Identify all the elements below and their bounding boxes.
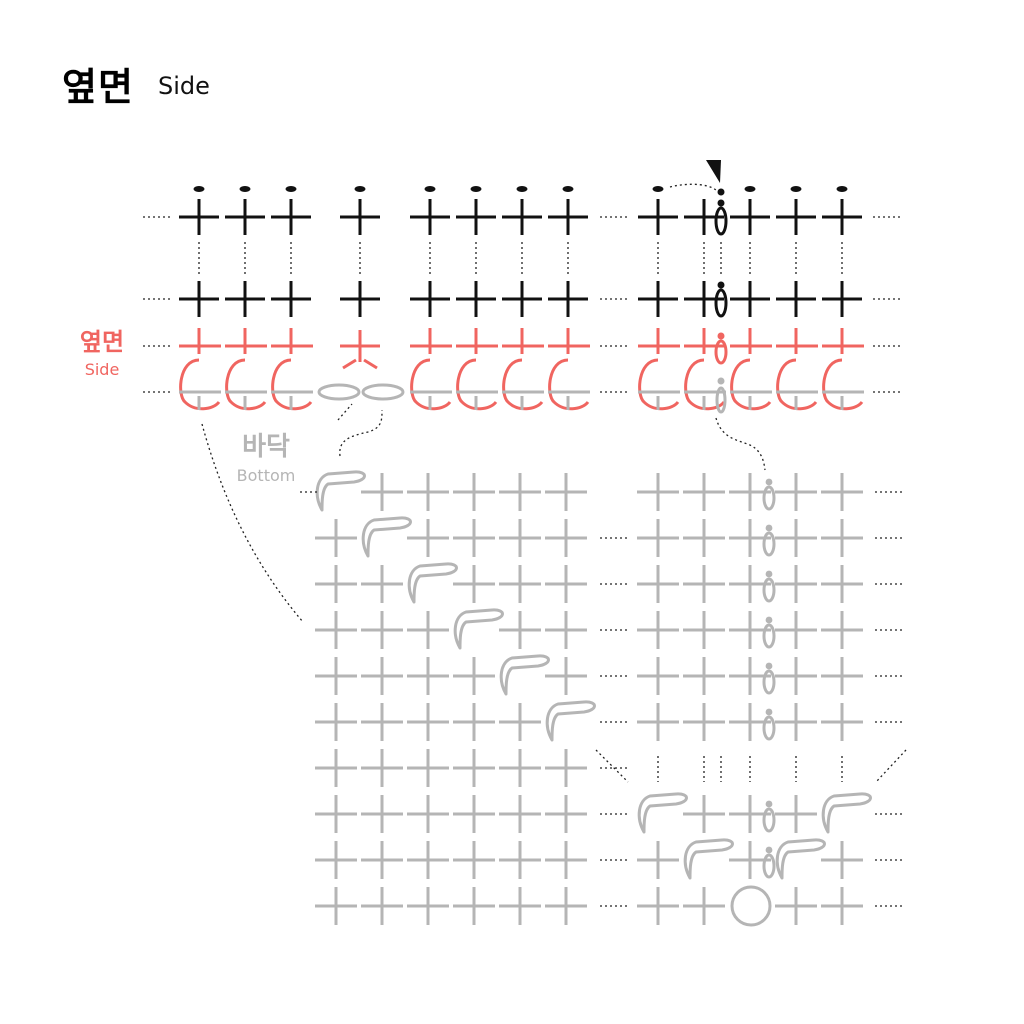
dotted-guide [339, 409, 383, 457]
increase-stitch-icon [714, 339, 728, 365]
stitch-top-icon [652, 186, 664, 192]
increase-stitch-icon [762, 669, 776, 695]
side-rows-black [143, 160, 902, 318]
back-loop-arc-icon [730, 358, 772, 411]
back-loop-arc-icon [502, 358, 544, 411]
chain-stitch-icon [317, 383, 361, 401]
back-loop-arc-icon [179, 358, 221, 411]
bottom-label-english: Bottom [236, 466, 296, 485]
stitch-top-icon [744, 186, 756, 192]
increase-stitch-icon [714, 288, 728, 318]
marker-dot [717, 188, 725, 196]
increase-stitch-icon [762, 531, 776, 557]
dotted-guide [875, 749, 907, 783]
marker-dot [765, 800, 773, 808]
turning-loop-icon [637, 792, 688, 834]
side-row-red [143, 328, 902, 411]
stitch-top-icon [790, 186, 802, 192]
side-label-english: Side [84, 360, 120, 379]
turning-loop-icon [361, 516, 412, 558]
dotted-guide [201, 423, 304, 623]
marker-dot [717, 332, 725, 340]
chain-stitch-icon [361, 383, 405, 401]
stitch-top-icon [424, 186, 436, 192]
dotted-guide [337, 403, 353, 421]
stitch-top-icon [836, 186, 848, 192]
dotted-guide [595, 749, 629, 783]
turning-loop-icon [545, 700, 596, 742]
turning-loop-icon [453, 608, 504, 650]
stitch-top-icon [562, 186, 574, 192]
turning-loop-icon [775, 838, 826, 880]
marker-dot [765, 708, 773, 716]
stitch-top-icon [193, 186, 205, 192]
increase-stitch-icon [762, 623, 776, 649]
increase-stitch-icon [762, 485, 776, 511]
turning-loop-icon [821, 792, 872, 834]
stitch-tick [342, 358, 357, 370]
back-loop-arc-icon [271, 358, 313, 411]
stitch-top-icon [354, 186, 366, 192]
marker-dot [717, 199, 725, 207]
back-loop-arc-icon [822, 358, 864, 411]
marker-dot [765, 570, 773, 578]
dotted-guide [715, 417, 766, 471]
stitch-top-icon [516, 186, 528, 192]
back-loop-arc-icon [225, 358, 267, 411]
marker-dot [717, 377, 725, 385]
stitch-tick [363, 358, 378, 370]
stitch-top-icon [239, 186, 251, 192]
back-loop-arc-icon [638, 358, 680, 411]
increase-stitch-icon [762, 853, 776, 879]
increase-stitch-icon [762, 577, 776, 603]
turning-loop-icon [407, 562, 458, 604]
turning-loop-icon [315, 470, 366, 512]
bottom-grid [300, 470, 907, 927]
magic-ring-icon [730, 885, 772, 927]
back-loop-arc-icon [776, 358, 818, 411]
increase-stitch-icon [714, 206, 728, 236]
stitch-top-icon [285, 186, 297, 192]
marker-dot [765, 616, 773, 624]
marker-dot [765, 662, 773, 670]
increase-stitch-icon [762, 807, 776, 833]
page-subtitle: Side [158, 72, 210, 100]
marker-dot [765, 478, 773, 486]
back-loop-arc-icon [410, 358, 452, 411]
page-title: 옆면 [62, 65, 134, 109]
turning-loop-icon [683, 838, 734, 880]
back-loop-arc-icon [548, 358, 590, 411]
marker-dot [765, 524, 773, 532]
increase-stitch-icon [715, 386, 727, 414]
bottom-label: 바닥 [242, 432, 290, 462]
marker-dot [765, 846, 773, 854]
turning-loop-icon [499, 654, 550, 696]
dotted-guide [669, 183, 719, 193]
start-arrow-icon [706, 160, 721, 183]
increase-stitch-icon [762, 715, 776, 741]
stitch-top-icon [470, 186, 482, 192]
back-loop-arc-icon [456, 358, 498, 411]
side-label: 옆면 [79, 328, 125, 356]
bottom-last-row [143, 377, 902, 623]
back-loop-arc-icon [684, 358, 726, 411]
marker-dot [717, 281, 725, 289]
